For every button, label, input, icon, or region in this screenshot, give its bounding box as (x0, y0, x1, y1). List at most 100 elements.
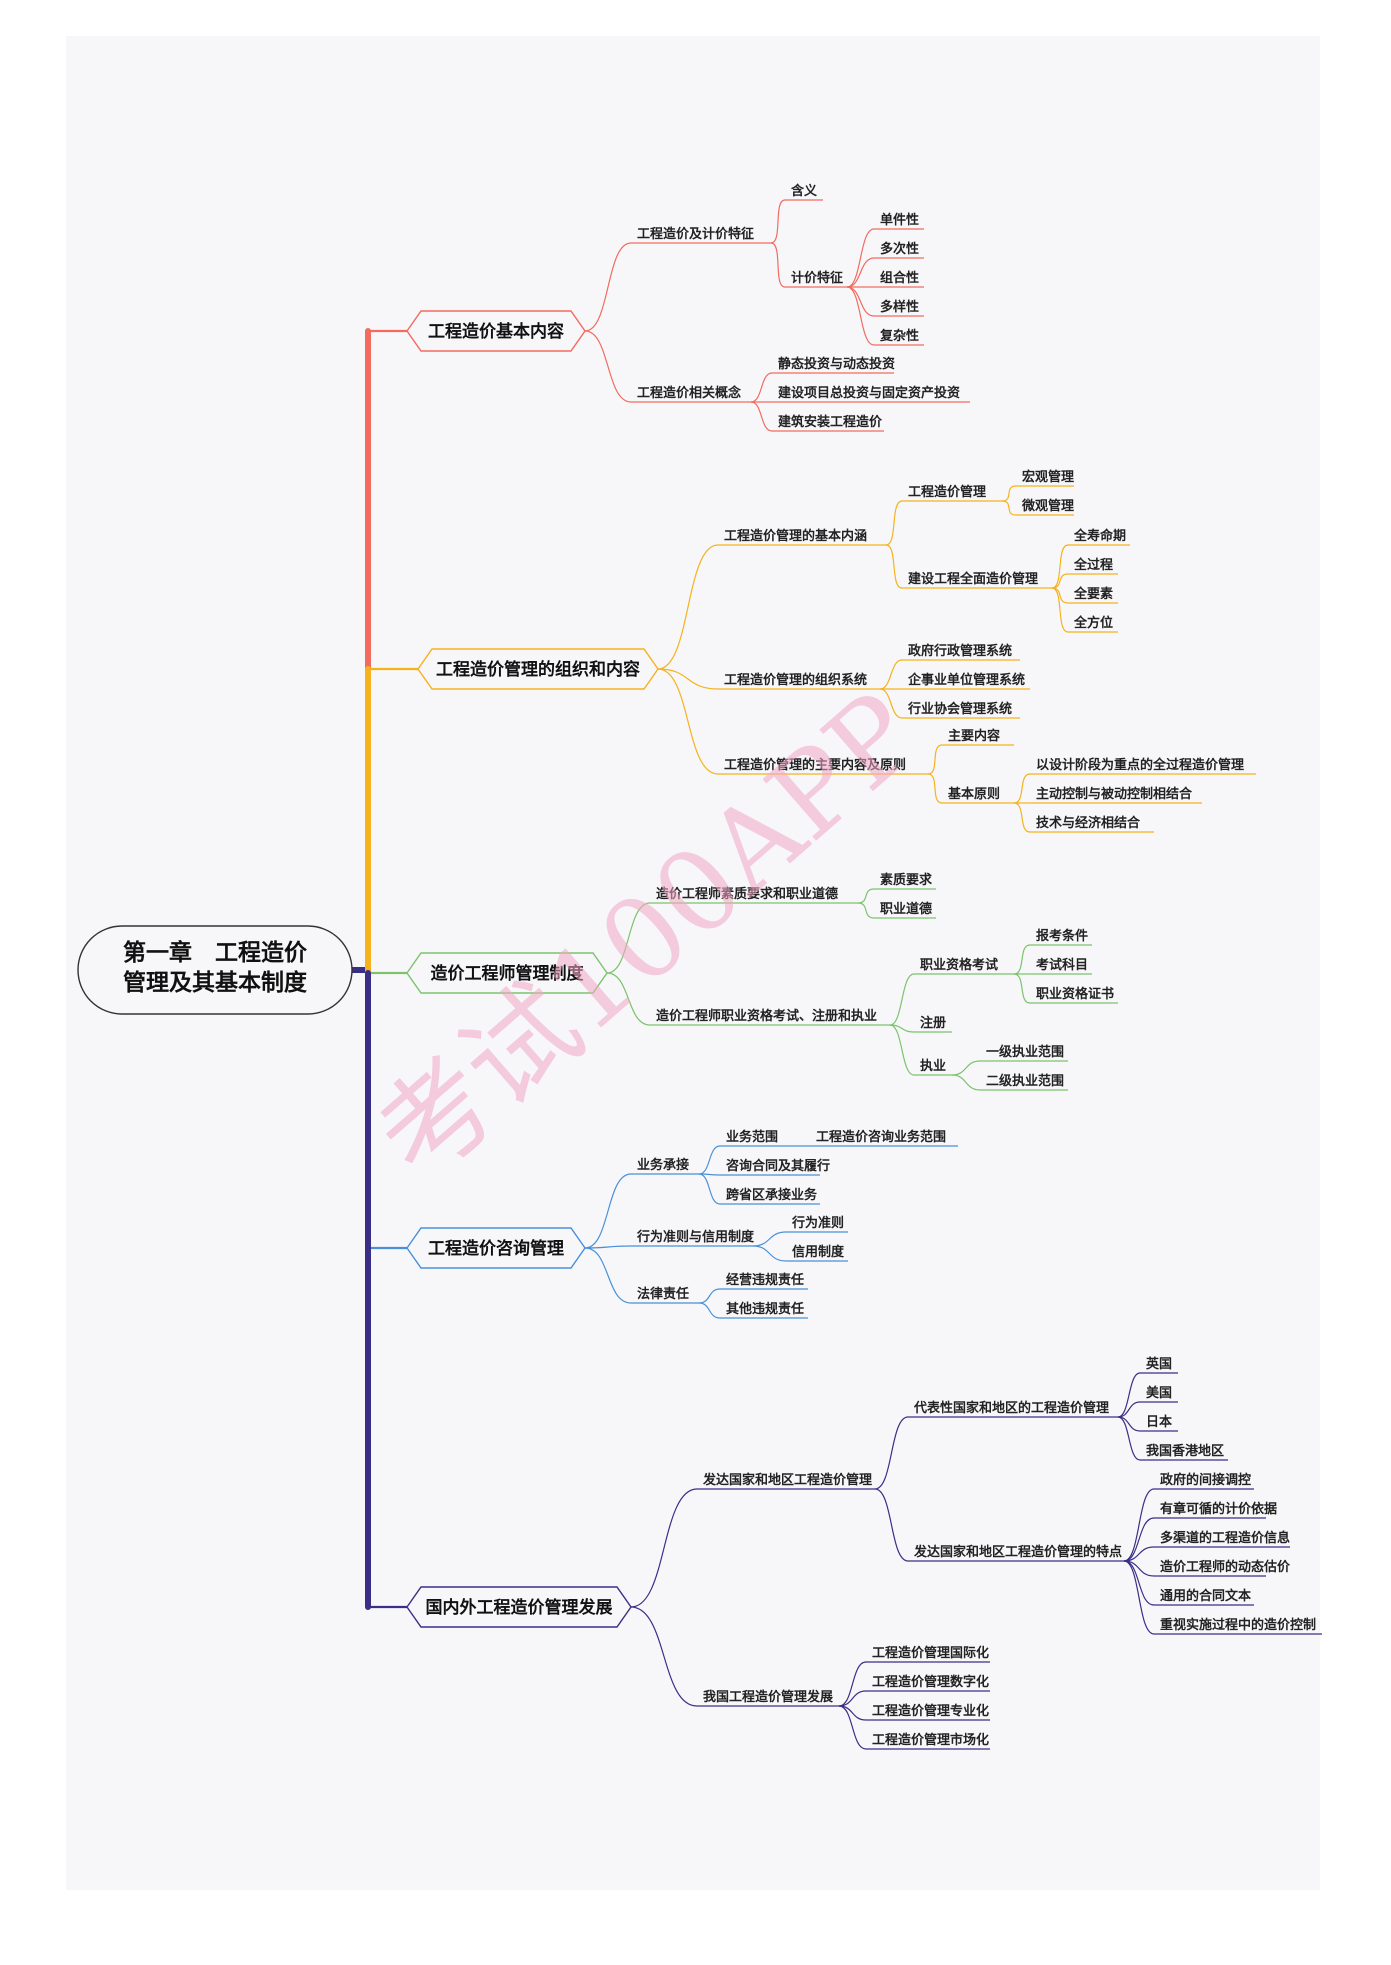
topic-node[interactable]: 跨省区承接业务 (720, 1187, 820, 1205)
topic-node[interactable]: 法律责任 (631, 1286, 699, 1304)
topic-node[interactable]: 单件性 (874, 212, 924, 230)
topic-node[interactable]: 技术与经济相结合 (1030, 815, 1154, 833)
topic-node[interactable]: 计价特征 (785, 270, 847, 288)
topic-node[interactable]: 组合性 (874, 270, 924, 288)
topic-node[interactable]: 静态投资与动态投资 (772, 356, 895, 374)
topic-node[interactable]: 主动控制与被动控制相结合 (1030, 786, 1202, 804)
topic-label: 主要内容 (948, 728, 1000, 744)
topic-node[interactable]: 信用制度 (786, 1244, 848, 1262)
topic-label: 造价工程师素质要求和职业道德 (656, 886, 838, 902)
topic-node[interactable]: 多渠道的工程造价信息 (1154, 1530, 1290, 1548)
topic-node[interactable]: 美国 (1140, 1385, 1178, 1403)
topic-label: 职业道德 (880, 901, 932, 917)
topic-node[interactable]: 注册 (914, 1015, 952, 1033)
branch-node[interactable]: 造价工程师管理制度 (406, 952, 608, 994)
topic-node[interactable]: 职业道德 (874, 901, 936, 919)
topic-node[interactable]: 代表性国家和地区的工程造价管理 (908, 1400, 1118, 1418)
topic-node[interactable]: 工程造价管理国际化 (866, 1645, 990, 1663)
root-node-label: 第一章 工程造价 (123, 939, 308, 966)
topic-node[interactable]: 造价工程师的动态估价 (1154, 1559, 1291, 1577)
topic-node[interactable]: 业务承接 (631, 1157, 699, 1175)
topic-node[interactable]: 工程造价管理的组织系统 (718, 672, 880, 690)
topic-node[interactable]: 造价工程师职业资格考试、注册和执业 (650, 1008, 890, 1026)
topic-node[interactable]: 我国香港地区 (1140, 1443, 1228, 1461)
topic-node[interactable]: 工程造价相关概念 (631, 385, 751, 403)
topic-node[interactable]: 建设工程全面造价管理 (902, 571, 1052, 589)
topic-label: 行为准则与信用制度 (636, 1229, 755, 1245)
topic-node[interactable]: 工程造价管理专业化 (866, 1703, 990, 1721)
topic-node[interactable]: 工程造价管理的主要内容及原则 (718, 757, 928, 775)
topic-node[interactable]: 业务范围 (720, 1129, 788, 1147)
topic-node[interactable]: 主要内容 (942, 728, 1014, 746)
topic-node[interactable]: 行为准则与信用制度 (631, 1229, 755, 1247)
topic-label: 考试科目 (1036, 957, 1088, 973)
topic-label: 行业协会管理系统 (907, 701, 1012, 717)
topic-node[interactable]: 工程造价管理数字化 (866, 1674, 990, 1692)
connector (1013, 773, 1031, 804)
topic-node[interactable]: 全要素 (1068, 586, 1118, 604)
topic-label: 工程造价管理 (908, 484, 986, 500)
topic-node[interactable]: 微观管理 (1016, 498, 1074, 516)
topic-node[interactable]: 考试科目 (1030, 957, 1092, 975)
topic-label: 跨省区承接业务 (726, 1187, 818, 1203)
topic-node[interactable]: 通用的合同文本 (1154, 1588, 1254, 1606)
topic-node[interactable]: 发达国家和地区工程造价管理的特点 (908, 1544, 1124, 1562)
topic-node[interactable]: 全方位 (1068, 615, 1118, 633)
branch-label: 造价工程师管理制度 (431, 963, 585, 984)
branch-node[interactable]: 工程造价基本内容 (406, 310, 586, 352)
topic-node[interactable]: 我国工程造价管理发展 (697, 1689, 839, 1707)
topic-node[interactable]: 工程造价管理市场化 (866, 1732, 990, 1750)
topic-node[interactable]: 政府行政管理系统 (902, 643, 1020, 661)
topic-node[interactable]: 政府的间接调控 (1154, 1472, 1254, 1490)
topic-node[interactable]: 重视实施过程中的造价控制 (1154, 1617, 1322, 1635)
topic-node[interactable]: 基本原则 (942, 786, 1014, 804)
connector (1001, 485, 1017, 502)
branch-node-frame (406, 1586, 632, 1628)
topic-node[interactable]: 复杂性 (874, 328, 924, 346)
topic-node[interactable]: 行为准则 (786, 1215, 848, 1233)
topic-node[interactable]: 以设计阶段为重点的全过程造价管理 (1030, 757, 1256, 775)
topic-node[interactable]: 多次性 (874, 241, 924, 259)
topic-label: 多次性 (880, 241, 919, 257)
branch-node[interactable]: 工程造价管理的组织和内容 (417, 648, 659, 690)
topic-node[interactable]: 全寿命期 (1068, 528, 1130, 546)
connector (879, 659, 903, 690)
topic-node[interactable]: 工程造价及计价特征 (631, 226, 771, 244)
topic-node[interactable]: 职业资格考试 (914, 957, 1014, 975)
topic-node[interactable]: 宏观管理 (1016, 469, 1074, 487)
topic-node[interactable]: 其他违规责任 (720, 1301, 808, 1319)
topic-node[interactable]: 素质要求 (874, 872, 936, 890)
topic-node[interactable]: 有章可循的计价依据 (1154, 1501, 1277, 1519)
topic-label: 英国 (1145, 1356, 1172, 1372)
topic-label: 法律责任 (637, 1286, 689, 1302)
topic-node[interactable]: 经营违规责任 (720, 1272, 808, 1290)
topic-label: 宏观管理 (1022, 469, 1074, 485)
topic-node[interactable]: 建设项目总投资与固定资产投资 (772, 385, 970, 403)
topic-node[interactable]: 企事业单位管理系统 (902, 672, 1030, 690)
topic-node[interactable]: 日本 (1140, 1414, 1178, 1432)
topic-node[interactable]: 英国 (1140, 1356, 1178, 1374)
topic-node[interactable]: 职业资格证书 (1030, 986, 1118, 1004)
topic-label: 政府的间接调控 (1160, 1472, 1251, 1488)
branch-node[interactable]: 国内外工程造价管理发展 (406, 1586, 632, 1628)
topic-node[interactable]: 含义 (785, 183, 823, 201)
connector (1051, 573, 1069, 589)
connector (874, 1416, 909, 1490)
branch-node[interactable]: 工程造价咨询管理 (406, 1227, 586, 1269)
topic-node[interactable]: 发达国家和地区工程造价管理 (697, 1472, 875, 1490)
topic-node[interactable]: 工程造价管理的基本内涵 (718, 528, 886, 546)
topic-node[interactable]: 报考条件 (1030, 928, 1092, 946)
topic-node[interactable]: 工程造价咨询业务范围 (810, 1129, 958, 1147)
connector (889, 973, 915, 1026)
topic-node[interactable]: 咨询合同及其履行 (720, 1158, 830, 1176)
topic-node[interactable]: 一级执业范围 (980, 1044, 1068, 1062)
topic-node[interactable]: 多样性 (874, 299, 924, 317)
topic-node[interactable]: 全过程 (1068, 557, 1118, 575)
topic-node[interactable]: 行业协会管理系统 (902, 701, 1020, 719)
topic-node[interactable]: 二级执业范围 (980, 1073, 1068, 1091)
topic-node[interactable]: 造价工程师素质要求和职业道德 (650, 886, 858, 904)
topic-node[interactable]: 工程造价管理 (902, 484, 1002, 502)
topic-node[interactable]: 建筑安装工程造价 (772, 414, 884, 432)
topic-node[interactable]: 执业 (914, 1058, 952, 1076)
